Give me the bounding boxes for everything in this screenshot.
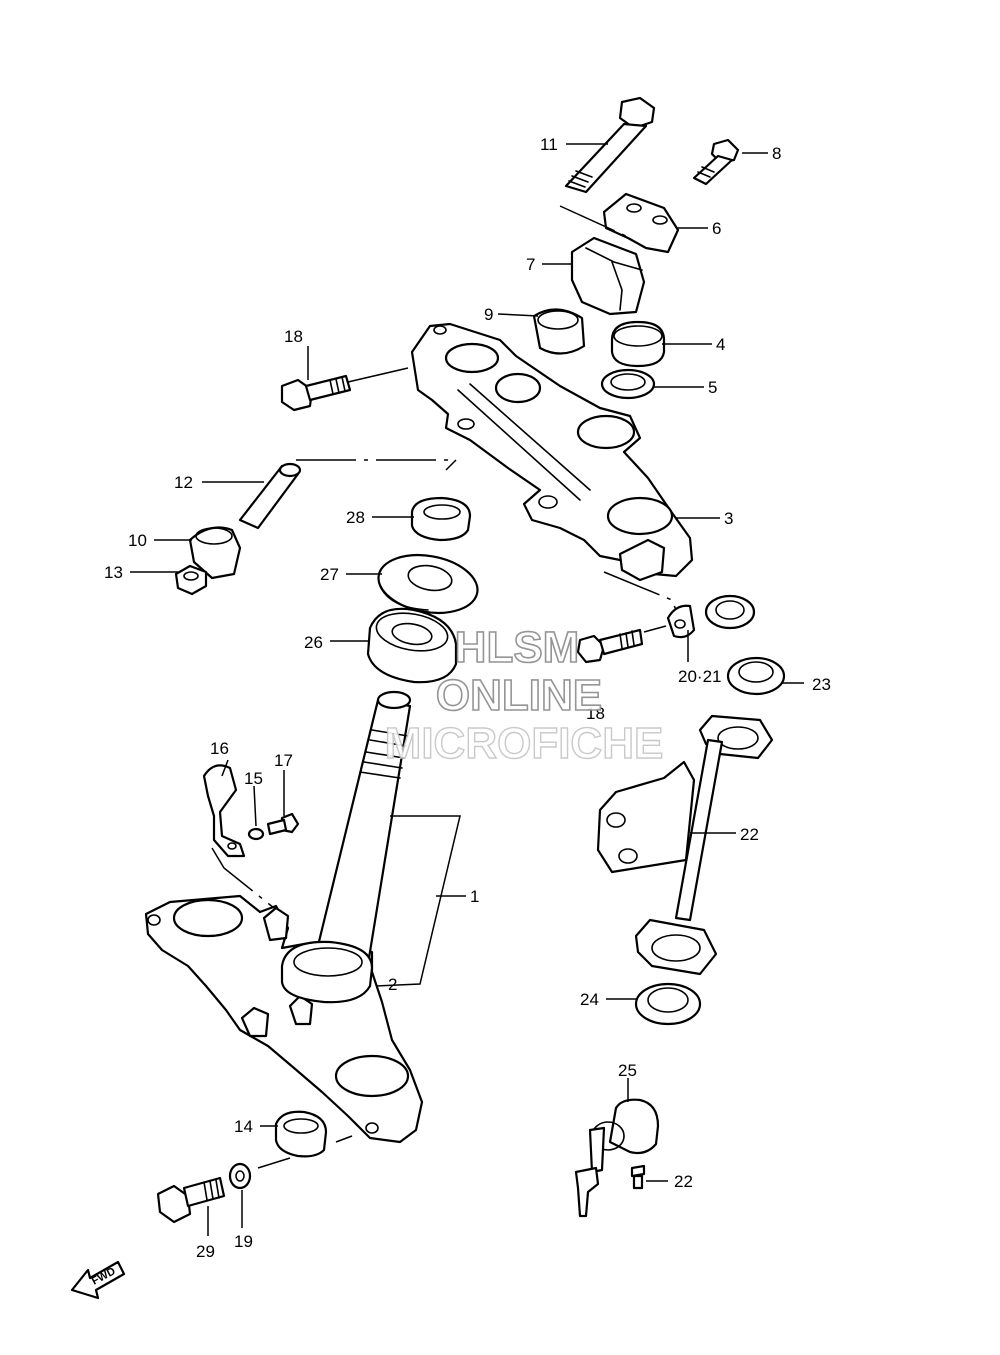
part-17-screw[interactable]	[266, 812, 300, 836]
part-18-bolt-lower[interactable]	[576, 628, 644, 664]
part-22-grommet-upper-b[interactable]	[726, 656, 786, 696]
part-13-nut[interactable]	[174, 564, 208, 596]
callout-9[interactable]: 9	[484, 305, 493, 324]
callout-3[interactable]: 3	[724, 509, 733, 528]
part-4-cap[interactable]	[610, 320, 666, 368]
part-28-bolt[interactable]	[156, 1176, 226, 1224]
part-10-cushion[interactable]	[188, 526, 242, 580]
callout-24[interactable]: 27	[320, 565, 339, 584]
callout-4[interactable]: 4	[716, 335, 725, 354]
part-19-clamp[interactable]	[666, 604, 696, 639]
part-16-clamp[interactable]	[202, 764, 246, 858]
callout-26[interactable]: 25	[618, 1061, 637, 1080]
part-5-washer[interactable]	[600, 368, 656, 400]
part-9-cushion[interactable]	[532, 308, 586, 355]
callout-16[interactable]: 16	[210, 739, 229, 758]
callout-11[interactable]: 11	[540, 135, 558, 154]
part-6-holder-upper[interactable]	[602, 192, 680, 254]
part-7-holder-lower[interactable]	[570, 236, 646, 316]
callout-23[interactable]: 26	[304, 633, 323, 652]
callout-28[interactable]: 29	[196, 1242, 215, 1261]
part-22-grommet-lower[interactable]	[634, 982, 702, 1026]
part-8-bolt[interactable]	[692, 138, 740, 186]
part-20-21-bracket[interactable]	[596, 714, 774, 976]
part-22-grommet-upper-a[interactable]	[704, 594, 756, 630]
callout-15[interactable]: 15	[244, 769, 263, 788]
callout-labels: 11 8 6 7 9 4 5 3 18 12 10 13 28 27 26 20…	[104, 135, 831, 1261]
part-23-bearing[interactable]	[366, 607, 458, 684]
callout-22-upper[interactable]: 23	[812, 675, 831, 694]
callout-6[interactable]: 6	[712, 219, 721, 238]
watermark: HLSM ONLINE MICROFICHE	[384, 622, 664, 769]
callout-20-21[interactable]: 22	[740, 825, 759, 844]
fwd-arrow-icon: FWD	[70, 1260, 126, 1300]
callout-18-upper[interactable]: 18	[284, 327, 303, 346]
leader-lines	[130, 143, 804, 1236]
callout-8[interactable]: 8	[772, 144, 781, 163]
part-14-grommet[interactable]	[274, 1110, 328, 1158]
part-15-washer[interactable]	[247, 827, 265, 841]
callout-17[interactable]: 17	[274, 751, 293, 770]
part-18-bolt-upper[interactable]	[280, 374, 352, 412]
callout-7[interactable]: 7	[526, 255, 535, 274]
callout-5[interactable]: 5	[708, 378, 717, 397]
callout-29[interactable]: 19	[234, 1232, 253, 1251]
part-29-washer[interactable]	[228, 1162, 252, 1190]
part-12-cylinder[interactable]	[238, 462, 302, 530]
part-26-steering-lock[interactable]	[574, 1098, 660, 1218]
callout-25[interactable]: 28	[346, 508, 365, 527]
part-3-upper-bracket[interactable]	[410, 322, 694, 582]
callout-18-lower[interactable]: 18	[586, 704, 605, 723]
callout-13[interactable]: 13	[104, 563, 123, 582]
part-25-lock-nut[interactable]	[410, 496, 472, 542]
part-27-screw[interactable]	[630, 1164, 646, 1190]
callout-22-lower[interactable]: 24	[580, 990, 599, 1009]
part-1-steering-stem[interactable]	[144, 690, 424, 1144]
callout-1[interactable]: 1	[470, 887, 479, 906]
watermark-line-3: MICROFICHE	[385, 719, 664, 768]
part-11-bolt[interactable]	[564, 96, 656, 194]
callout-27[interactable]: 22	[674, 1172, 693, 1191]
callout-14[interactable]: 14	[234, 1117, 253, 1136]
assembly-lines	[211, 205, 677, 909]
callout-2[interactable]: 2	[388, 975, 397, 994]
callout-10[interactable]: 10	[128, 531, 147, 550]
watermark-line-2: ONLINE	[436, 671, 602, 720]
callout-12[interactable]: 12	[174, 473, 193, 492]
watermark-line-1: HLSM	[455, 623, 580, 672]
callout-19[interactable]: 20·21	[678, 667, 721, 686]
